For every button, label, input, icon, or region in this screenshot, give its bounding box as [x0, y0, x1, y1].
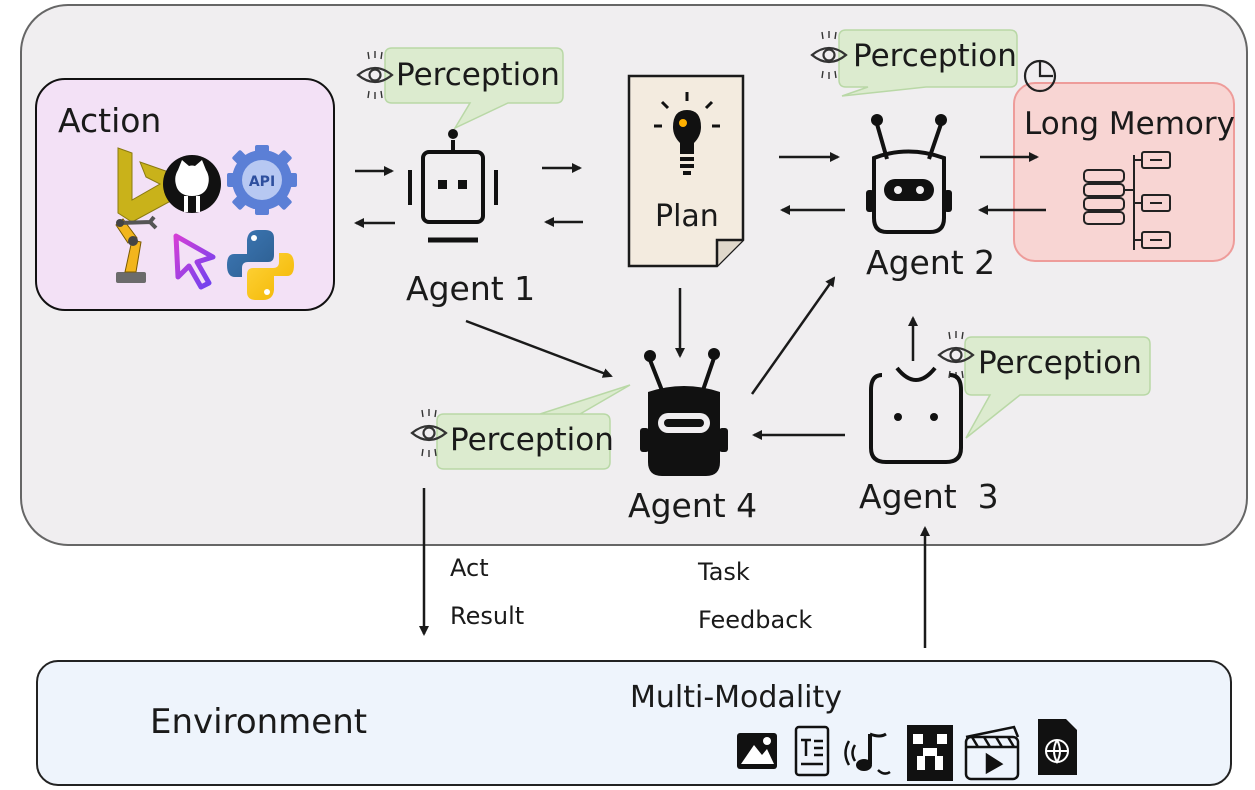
api-gear-icon: API — [227, 145, 297, 215]
agent2-robot-icon — [866, 114, 952, 234]
database-tree-icon — [1083, 151, 1171, 250]
perception-bubble-agent2 — [838, 29, 1018, 97]
svg-text:API: API — [249, 174, 275, 190]
perception-bubble-agent4 — [436, 384, 631, 470]
text-document-icon — [794, 725, 830, 777]
clock-icon — [1023, 59, 1057, 93]
multi-modality-title: Multi-Modality — [630, 680, 843, 715]
eye-icon — [937, 331, 975, 379]
action-title: Action — [58, 101, 162, 140]
lightbulb-icon — [654, 92, 720, 175]
agent4-robot-icon — [640, 348, 728, 476]
video-clip-icon — [964, 725, 1020, 781]
agent3-label: Agent 3 — [859, 477, 999, 516]
perception-label-agent2: Perception — [853, 38, 1017, 74]
arrow-agent4-to-agent2 — [750, 276, 836, 395]
agent1-robot-icon — [408, 129, 498, 243]
robotic-arm-icon — [115, 215, 158, 283]
environment-title: Environment — [150, 702, 368, 742]
perception-bubble-agent1 — [384, 47, 564, 130]
image-icon — [737, 733, 777, 769]
task-label: Task — [698, 558, 750, 586]
perception-label-agent4: Perception — [450, 422, 614, 458]
feedback-label: Feedback — [698, 606, 813, 634]
agent3-robot-icon — [869, 366, 963, 464]
eye-icon — [356, 51, 394, 99]
long-memory-title: Long Memory — [1024, 106, 1235, 142]
result-label: Result — [450, 602, 525, 630]
perception-label-agent3: Perception — [978, 345, 1142, 381]
agent1-label: Agent 1 — [406, 269, 536, 308]
environment-panel — [36, 660, 1232, 786]
eye-icon — [810, 31, 848, 79]
perception-bubble-agent3 — [964, 336, 1151, 439]
cursor-icon — [173, 233, 216, 290]
python-icon — [227, 230, 294, 300]
agent2-label: Agent 2 — [866, 243, 996, 282]
game-sprite-icon — [907, 725, 953, 781]
agent4-label: Agent 4 — [628, 486, 758, 525]
bing-icon — [117, 147, 181, 223]
audio-note-icon — [844, 732, 891, 775]
flow-arrows — [354, 152, 1046, 648]
perception-label-agent1: Perception — [396, 57, 560, 93]
eye-icon — [410, 409, 448, 457]
web-file-icon — [1038, 719, 1077, 775]
act-label: Act — [450, 554, 489, 582]
plan-label: Plan — [655, 199, 719, 234]
arrow-agent1-to-agent4 — [465, 319, 613, 378]
github-icon — [163, 155, 221, 213]
